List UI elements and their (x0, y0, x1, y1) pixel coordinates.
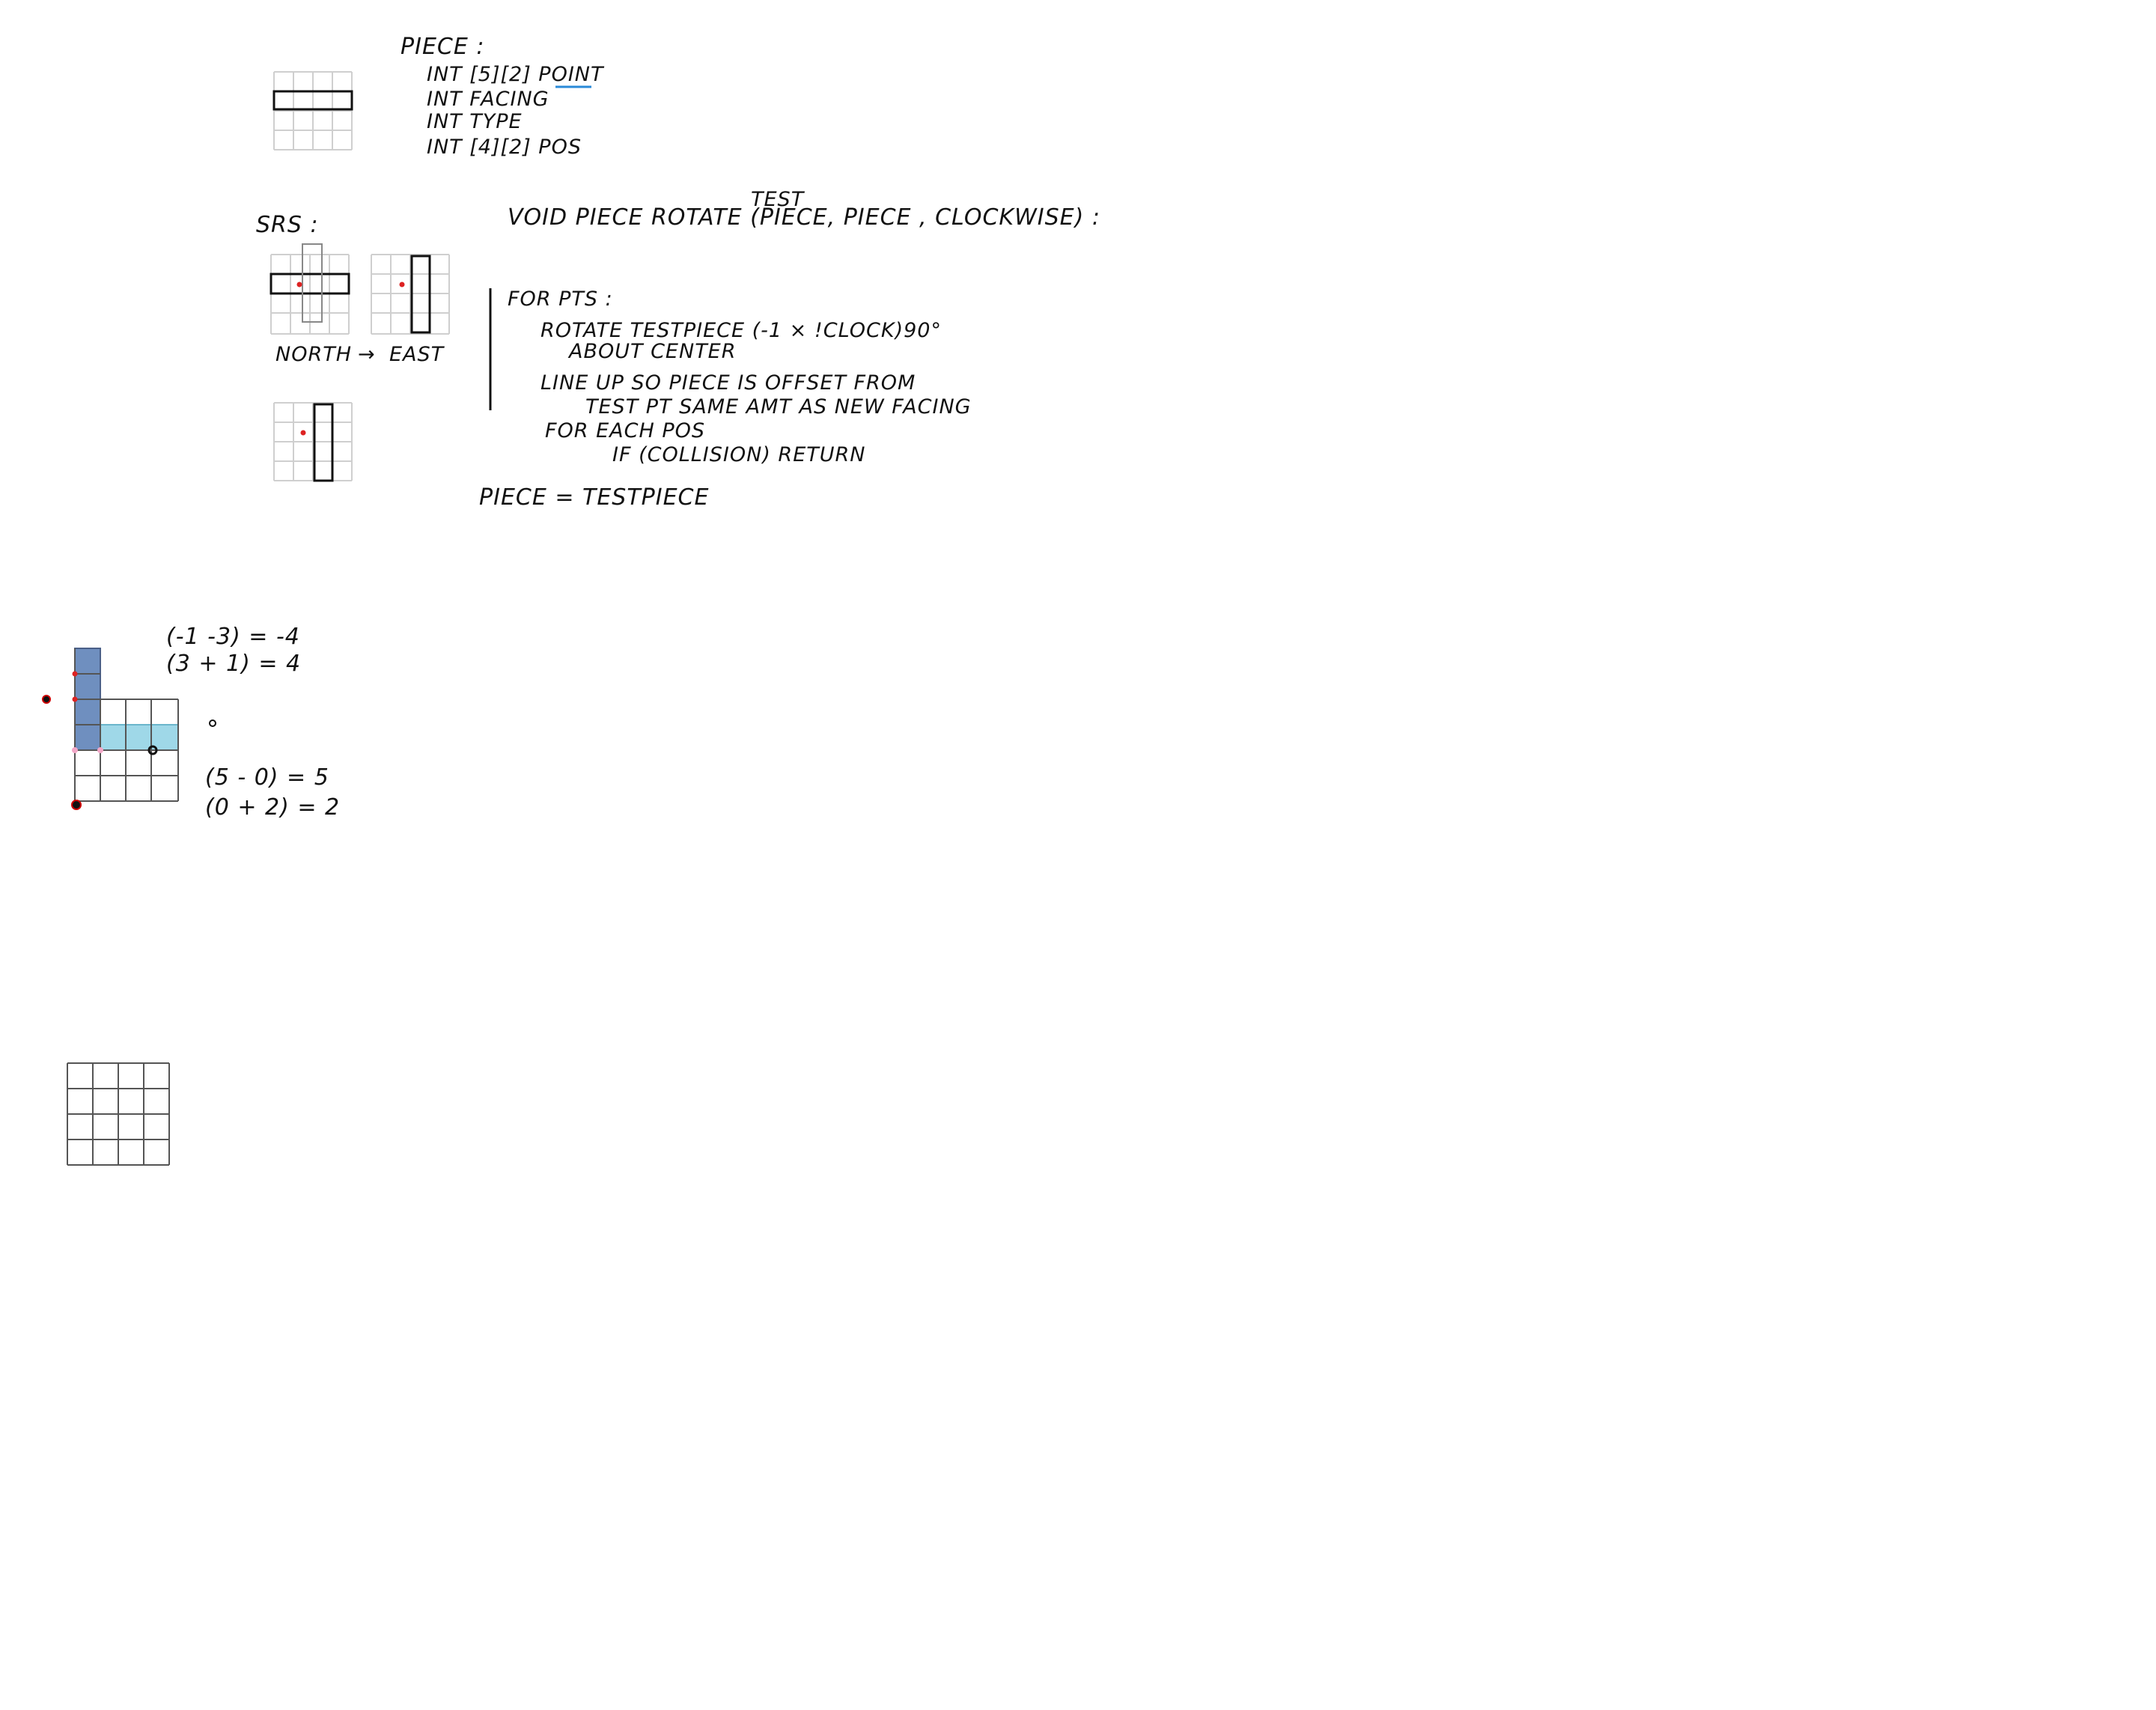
i-piece-outline (272, 90, 353, 111)
srs-label: SRS : (256, 212, 319, 238)
north-label: NORTH (275, 343, 352, 366)
pivot-dot (72, 696, 78, 702)
calc-top-line2: (3 + 1) = 4 (166, 651, 301, 677)
l-piece-diagram (42, 648, 216, 810)
code-line-rotate: ROTATE TESTPIECE (-1 × !CLOCK)90° (540, 319, 942, 342)
calc-bottom-line2: (0 + 2) = 2 (205, 794, 340, 821)
code-line-about-center: ABOUT CENTER (567, 340, 737, 363)
east-label: EAST (389, 343, 445, 366)
test-i-piece (313, 403, 334, 482)
piece-field-pos: INT [4][2] POS (427, 136, 582, 159)
pivot-dot (72, 671, 78, 677)
arrow-glyph: → (358, 343, 376, 366)
test-annotation: TEST (751, 188, 806, 211)
rotate-signature: VOID PIECE ROTATE (PIECE, PIECE , CLOCKW… (508, 204, 1100, 231)
light-blue-row (100, 724, 179, 751)
calc-bottom-line1: (5 - 0) = 5 (205, 764, 329, 791)
code-line-for-pts: FOR PTS : (508, 287, 613, 311)
pink-dot (97, 747, 103, 753)
origin-dot (71, 800, 82, 810)
code-line-for-each: FOR EACH POS (545, 419, 705, 442)
north-i-piece (270, 273, 350, 295)
piece-struct-title: PIECE : (401, 34, 484, 60)
piece-field-facing: INT FACING (427, 88, 549, 111)
outside-dot (42, 695, 51, 704)
center-dot (296, 282, 302, 287)
empty-grid (67, 1062, 170, 1166)
north-grid (270, 243, 350, 335)
rotation-ghost (302, 243, 323, 323)
piece-grid-sketch (272, 71, 353, 150)
piece-field-point: INT [5][2] POINT (427, 63, 605, 86)
piece-field-type: INT TYPE (427, 110, 523, 133)
test-grid (273, 402, 353, 482)
east-grid (371, 254, 450, 335)
code-line-line-up: LINE UP SO PIECE IS OFFSET FROM (540, 371, 916, 395)
code-line-assign: PIECE = TESTPIECE (479, 484, 709, 511)
code-line-test-pt: TEST PT SAME AMT AS NEW FACING (585, 395, 972, 419)
center-dot (399, 282, 405, 287)
hollow-point (147, 745, 158, 755)
calc-top-line1: (-1 -3) = -4 (166, 624, 300, 650)
east-i-piece (410, 255, 431, 334)
pink-dot (72, 747, 78, 753)
code-line-if-collision: IF (COLLISION) RETURN (612, 443, 865, 466)
center-dot (300, 430, 306, 436)
small-circle (209, 719, 216, 727)
